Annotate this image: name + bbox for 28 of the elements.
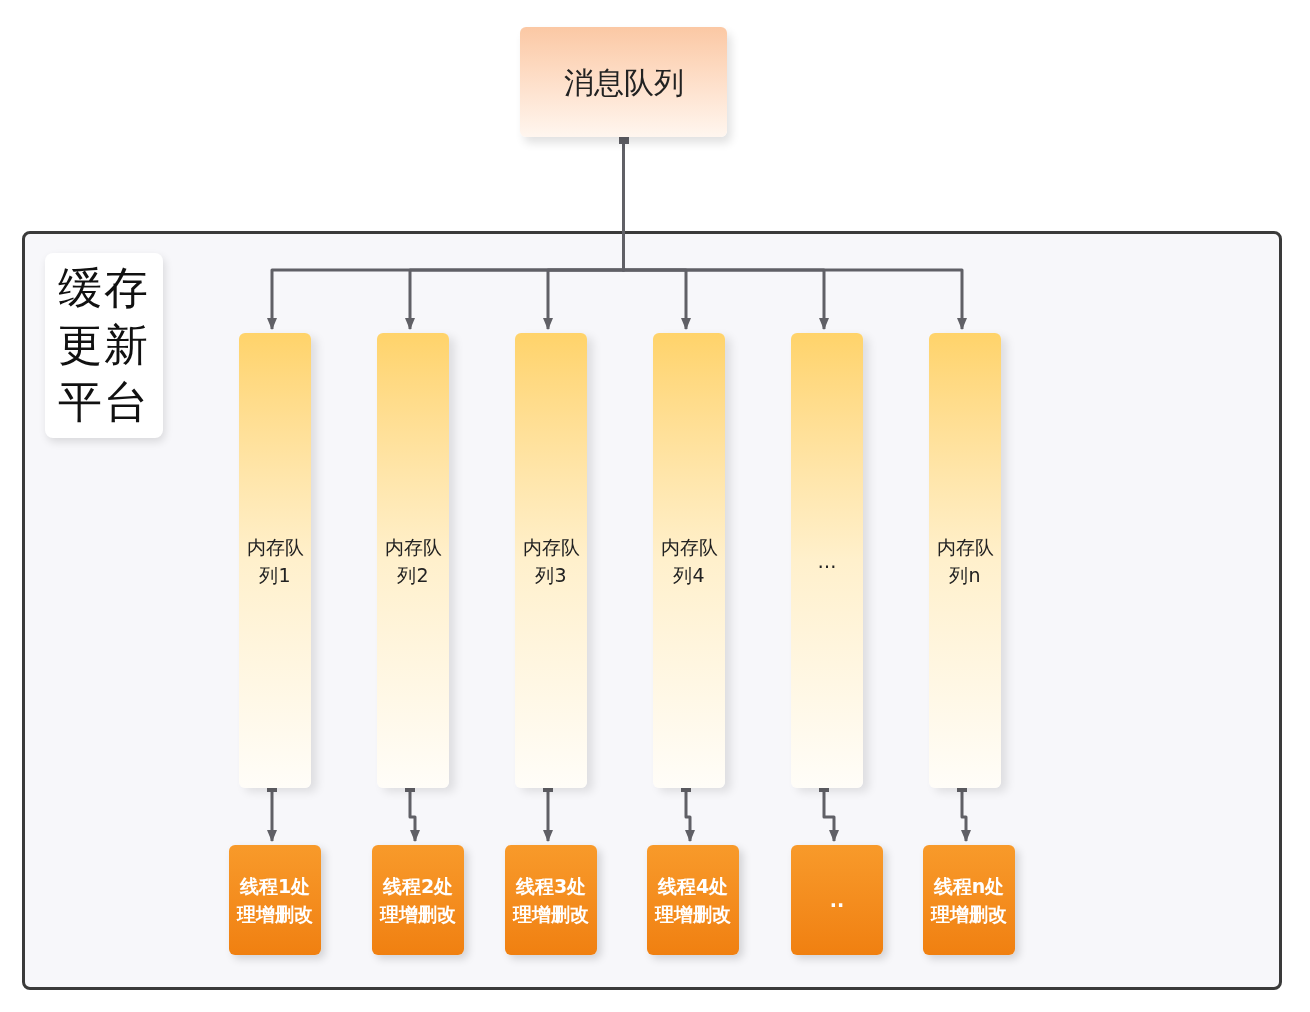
- queue-column: [377, 333, 449, 788]
- node-label: 线程1处理增删改: [235, 874, 314, 927]
- node-label: …: [816, 548, 838, 574]
- thread-box: [372, 845, 464, 955]
- thread-box: [505, 845, 597, 955]
- node-label: ..: [828, 888, 846, 913]
- node-label: 线程4处理增删改: [653, 874, 732, 927]
- platform-frame: [22, 231, 1282, 990]
- node-label: 消息队列: [563, 63, 684, 102]
- node-label: 线程2处理增删改: [378, 874, 457, 927]
- queue-column: [929, 333, 1001, 788]
- queue-column: [515, 333, 587, 788]
- queue-column: [239, 333, 311, 788]
- node-label: 内存队列1: [245, 534, 305, 588]
- thread-box: [791, 845, 883, 955]
- thread-box: [923, 845, 1015, 955]
- node-label: 线程n处理增删改: [929, 874, 1008, 927]
- node-label: 线程3处理增删改: [511, 874, 590, 927]
- queue-column: [653, 333, 725, 788]
- thread-box: [229, 845, 321, 955]
- node-label: 内存队列3: [521, 534, 581, 588]
- node-label: 内存队列2: [383, 534, 443, 588]
- thread-box: [647, 845, 739, 955]
- node-label: 内存队列4: [659, 534, 719, 588]
- node-label: 内存队列n: [935, 534, 995, 588]
- platform-title: 缓存更新平台: [57, 262, 151, 430]
- queue-column: [791, 333, 863, 788]
- process-box: [520, 27, 727, 137]
